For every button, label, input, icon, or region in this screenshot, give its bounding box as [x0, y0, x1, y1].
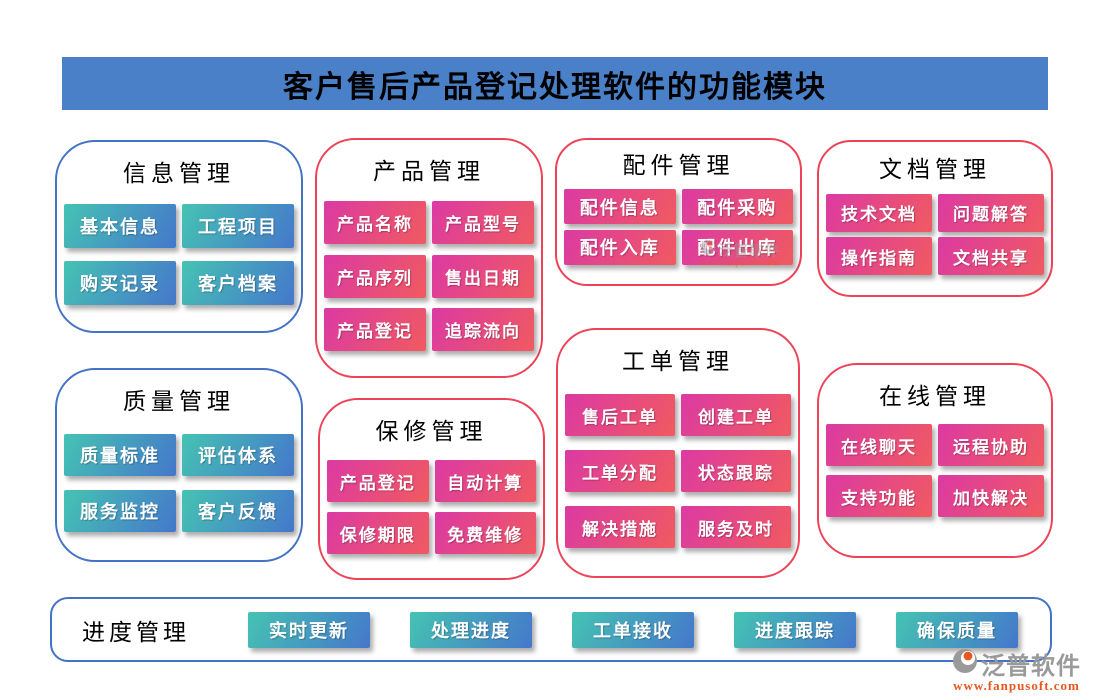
feature-button[interactable]: 处理进度	[410, 611, 532, 648]
feature-button[interactable]: 创建工单	[681, 394, 791, 436]
feature-button[interactable]: 工程项目	[182, 204, 294, 249]
feature-button[interactable]: 配件信息	[564, 189, 676, 225]
feature-button[interactable]: 远程协助	[938, 424, 1044, 466]
feature-button[interactable]: 产品序列	[324, 254, 426, 298]
module-info-management: 信息管理 基本信息 工程项目 购买记录 客户档案	[55, 140, 303, 333]
module-title: 保修管理	[375, 419, 488, 444]
fanpu-logo-icon	[700, 239, 716, 258]
feature-button[interactable]: 产品登记	[327, 460, 429, 502]
button-grid: 技术文档 问题解答 操作指南 文档共享	[819, 184, 1051, 295]
feature-button[interactable]: 评估体系	[182, 434, 294, 476]
feature-button[interactable]: 客户档案	[182, 260, 294, 305]
progress-management-bar: 进度管理 实时更新 处理进度 工单接收 进度跟踪 确保质量	[50, 597, 1052, 662]
module-title: 配件管理	[622, 153, 735, 178]
feature-button[interactable]: 问题解答	[938, 193, 1044, 232]
page-title: 客户售后产品登记处理软件的功能模块	[283, 70, 827, 104]
button-grid: 在线聊天 远程协助 支持功能 加快解决	[819, 411, 1051, 556]
feature-button[interactable]: 质量标准	[64, 434, 176, 476]
brand-name: 泛普软件	[981, 653, 1081, 680]
feature-button[interactable]: 产品型号	[432, 200, 534, 244]
module-title: 产品管理	[373, 159, 485, 184]
feature-button[interactable]: 免费维修	[434, 512, 536, 554]
feature-button[interactable]: 自动计算	[434, 460, 536, 502]
module-title: 在线管理	[879, 384, 991, 409]
module-workorder-management: 工单管理 售后工单 创建工单 工单分配 状态跟踪 解决措施 服务及时	[556, 328, 800, 578]
button-grid: 基本信息 工程项目 购买记录 客户档案	[57, 188, 301, 331]
feature-button[interactable]: 追踪流向	[432, 308, 534, 352]
feature-button[interactable]: 操作指南	[826, 237, 932, 276]
module-warranty-management: 保修管理 产品登记 自动计算 保修期限 免费维修	[318, 398, 545, 580]
module-quality-management: 质量管理 质量标准 评估体系 服务监控 客户反馈	[55, 368, 303, 562]
module-title: 文档管理	[879, 157, 991, 182]
module-title: 信息管理	[123, 161, 235, 186]
feature-button[interactable]: 配件出库	[681, 229, 793, 265]
title-banner: 客户售后产品登记处理软件的功能模块	[62, 57, 1048, 110]
feature-button[interactable]: 保修期限	[327, 512, 429, 554]
module-parts-management: 配件管理 配件信息 配件采购 配件入库 配件出库	[555, 138, 802, 286]
feature-button[interactable]: 确保质量	[896, 611, 1018, 648]
watermark-text: 泛普软件	[717, 242, 780, 260]
button-grid: 产品登记 自动计算 保修期限 免费维修	[320, 446, 543, 578]
fanpu-logo-icon	[952, 648, 978, 679]
feature-button[interactable]: 售出日期	[432, 254, 534, 298]
feature-button[interactable]: 配件入库	[564, 229, 676, 265]
feature-button[interactable]: 支持功能	[826, 475, 932, 517]
feature-button[interactable]: 在线聊天	[826, 424, 932, 466]
feature-button[interactable]: 进度跟踪	[734, 611, 856, 648]
module-online-management: 在线管理 在线聊天 远程协助 支持功能 加快解决	[817, 363, 1053, 558]
feature-button[interactable]: 工单接收	[572, 611, 694, 648]
feature-button[interactable]: 服务及时	[681, 506, 791, 548]
progress-title: 进度管理	[82, 619, 190, 645]
progress-buttons: 实时更新 处理进度 工单接收 进度跟踪 确保质量	[248, 611, 1018, 648]
module-title: 质量管理	[123, 389, 235, 414]
feature-button[interactable]: 基本信息	[64, 204, 176, 249]
feature-button[interactable]: 文档共享	[938, 237, 1044, 276]
watermark-url: www.fanpusoft.com	[700, 257, 780, 268]
button-grid: 产品名称 产品型号 产品序列 售出日期 产品登记 追踪流向	[317, 186, 541, 376]
module-title: 工单管理	[622, 349, 734, 374]
feature-button[interactable]: 加快解决	[938, 475, 1044, 517]
feature-button[interactable]: 实时更新	[248, 611, 370, 648]
button-grid: 售后工单 创建工单 工单分配 状态跟踪 解决措施 服务及时	[558, 376, 798, 576]
button-grid: 质量标准 评估体系 服务监控 客户反馈	[57, 416, 301, 560]
fanpu-logo: 泛普软件 www.fanpusoft.com	[952, 646, 1081, 694]
feature-button[interactable]: 解决措施	[565, 506, 675, 548]
feature-button[interactable]: 技术文档	[826, 193, 932, 232]
module-product-management: 产品管理 产品名称 产品型号 产品序列 售出日期 产品登记 追踪流向	[315, 138, 543, 378]
feature-button[interactable]: 服务监控	[64, 490, 176, 532]
feature-button[interactable]: 产品登记	[324, 308, 426, 352]
feature-button[interactable]: 工单分配	[565, 450, 675, 492]
brand-url: www.fanpusoft.com	[953, 678, 1080, 693]
feature-button[interactable]: 状态跟踪	[681, 450, 791, 492]
module-document-management: 文档管理 技术文档 问题解答 操作指南 文档共享	[817, 140, 1053, 297]
fanpu-watermark: 泛普软件 www.fanpusoft.com	[700, 238, 780, 268]
feature-button[interactable]: 产品名称	[324, 200, 426, 244]
feature-button[interactable]: 配件采购	[681, 189, 793, 225]
button-grid: 配件信息 配件采购 配件入库 配件出库	[557, 180, 800, 284]
feature-button[interactable]: 售后工单	[565, 394, 675, 436]
feature-button[interactable]: 客户反馈	[182, 490, 294, 532]
feature-button[interactable]: 购买记录	[64, 260, 176, 305]
